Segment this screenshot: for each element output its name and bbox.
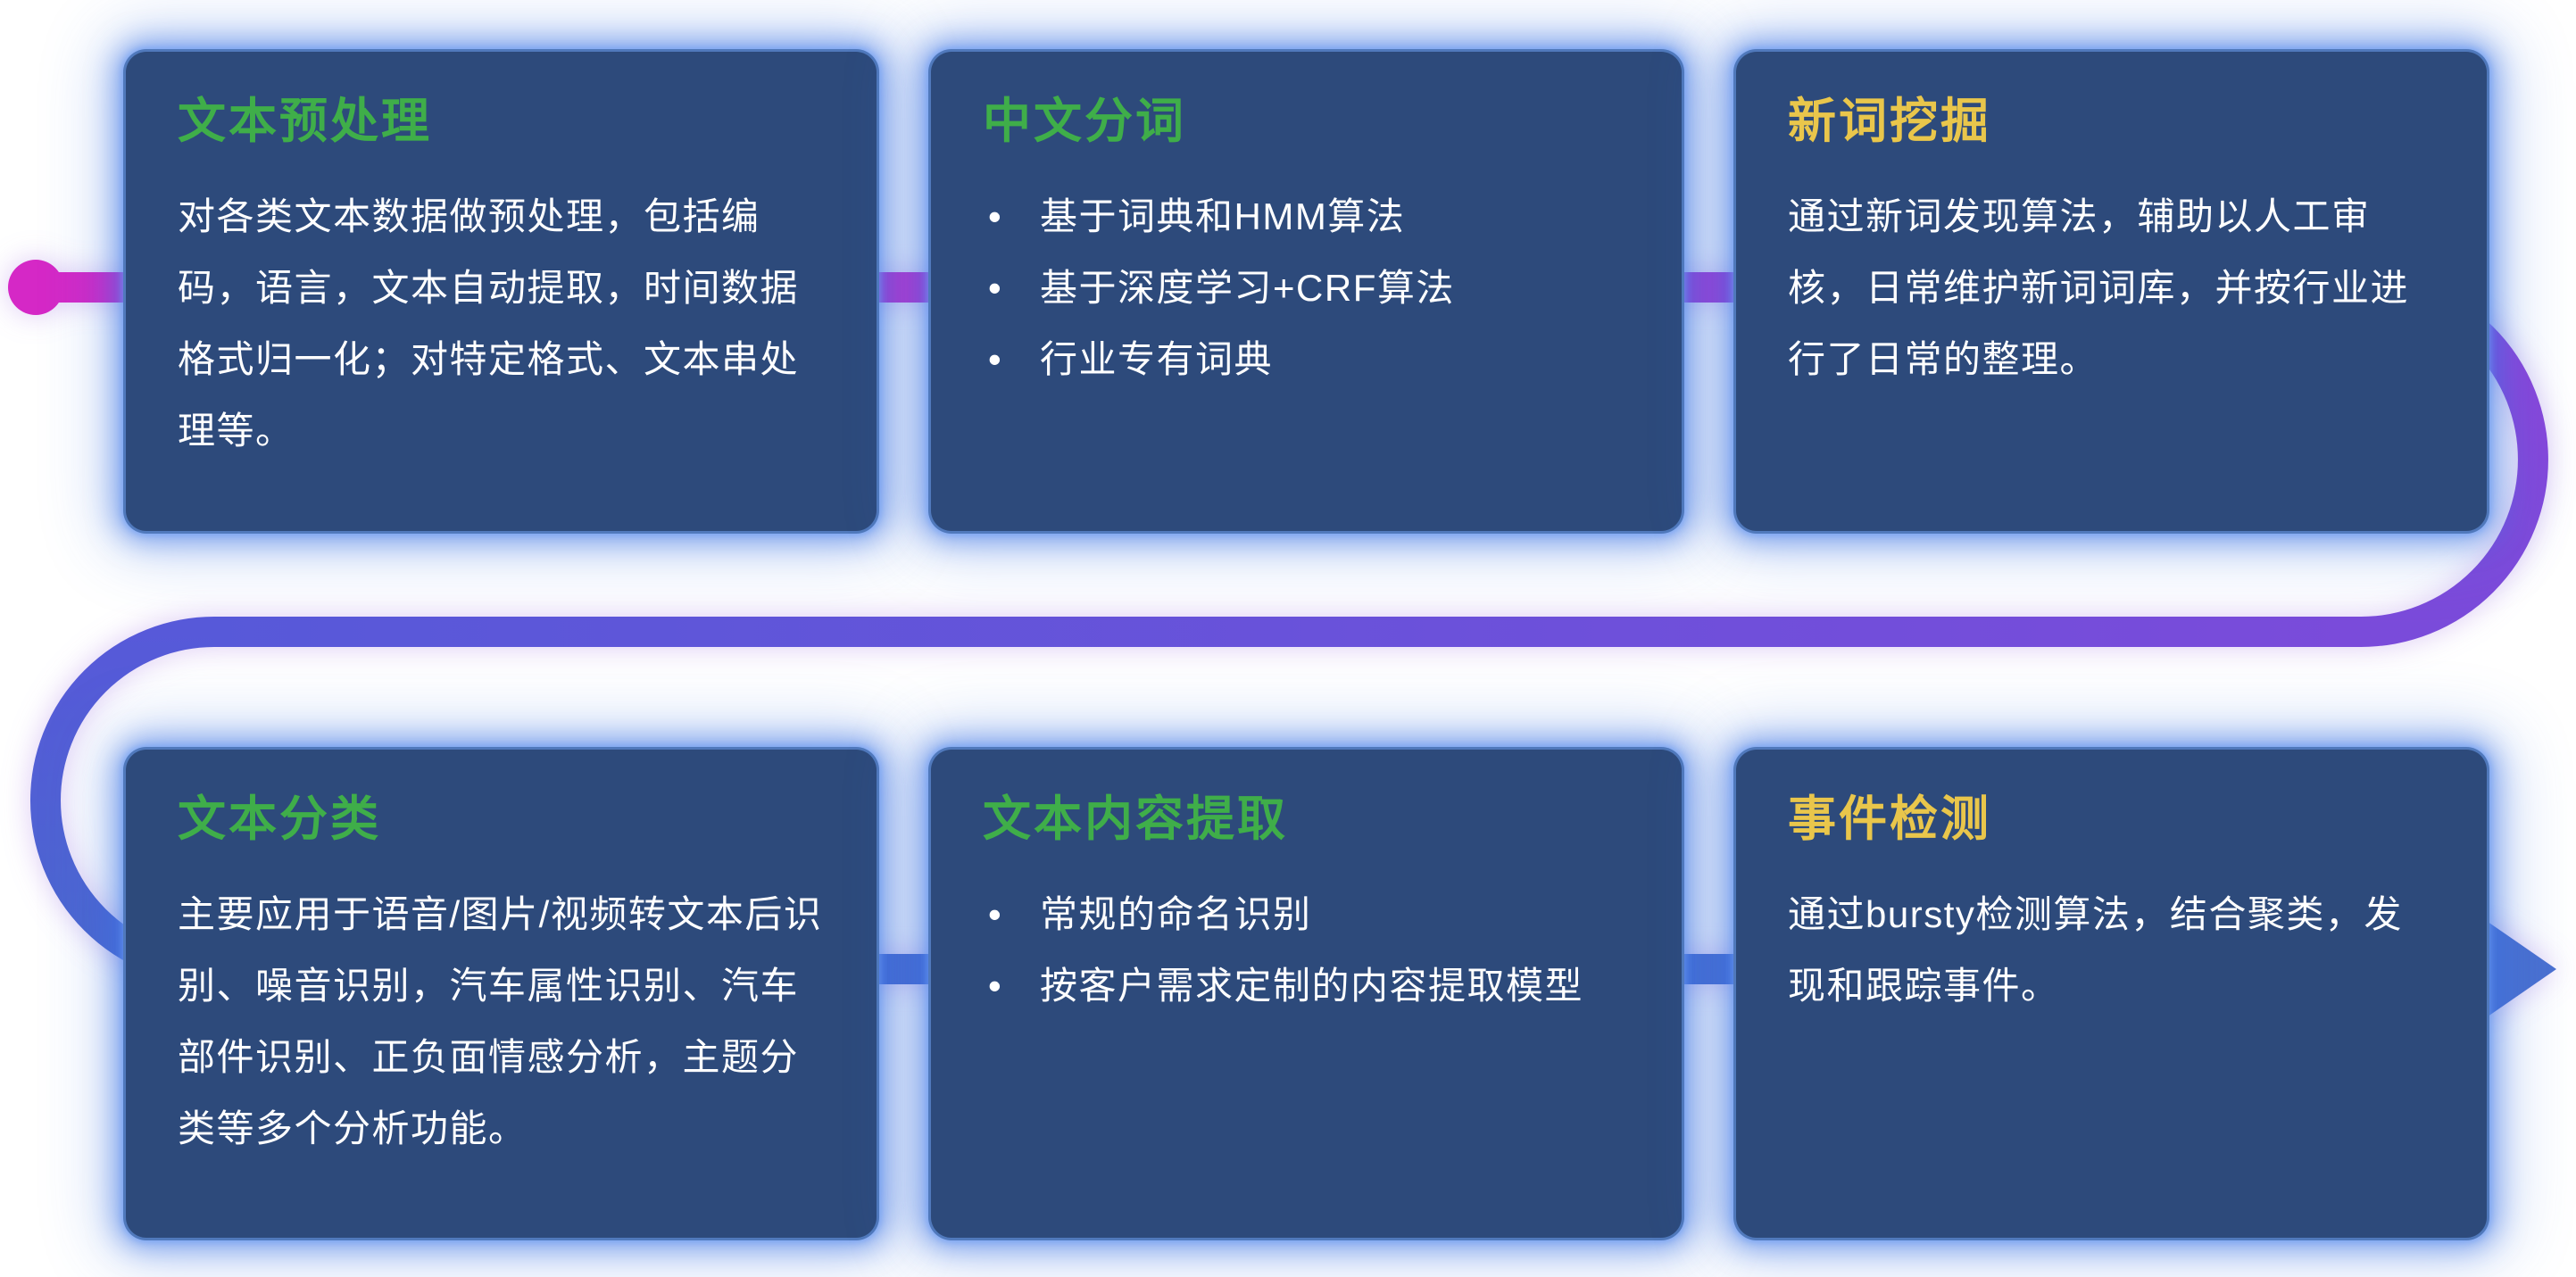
card-body: 通过新词发现算法，辅助以人工审核，日常维护新词词库，并按行业进行了日常的整理。 [1788,195,2410,380]
card-bullet-list: • 常规的命名识别 • 按客户需求定制的内容提取模型 [983,879,1630,1022]
card-title: 新词挖掘 [1788,95,1991,148]
bullet-item: • 行业专有词典 [983,324,1630,395]
bullet-text: 基于词典和HMM算法 [1040,195,1406,237]
card-text-preprocessing: 文本预处理 对各类文本数据做预处理，包括编码，语言，文本自动提取，时间数据格式归… [123,49,879,534]
bullet-item: • 常规的命名识别 [983,879,1630,950]
card-event-detection: 事件检测 通过bursty检测算法，结合聚类，发现和跟踪事件。 [1733,747,2489,1240]
card-new-word-mining: 新词挖掘 通过新词发现算法，辅助以人工审核，日常维护新词词库，并按行业进行了日常… [1733,49,2489,534]
bullet-item: • 按客户需求定制的内容提取模型 [983,950,1630,1022]
bullet-icon: • [988,964,1003,1007]
card-title: 文本内容提取 [983,792,1288,846]
card-title: 事件检测 [1788,792,1991,846]
bullet-item: • 基于深度学习+CRF算法 [983,253,1630,324]
card-title: 中文分词 [983,95,1186,148]
bullet-text: 按客户需求定制的内容提取模型 [1040,964,1584,1007]
bullet-text: 常规的命名识别 [1040,892,1312,935]
bullet-icon: • [988,266,1003,309]
bullet-text: 基于深度学习+CRF算法 [1040,266,1455,309]
card-title: 文本分类 [178,792,381,846]
card-body: 通过bursty检测算法，结合聚类，发现和跟踪事件。 [1788,892,2403,1007]
card-chinese-word-segmentation: 中文分词 • 基于词典和HMM算法 • 基于深度学习+CRF算法 • 行业专有词… [928,49,1684,534]
arrow-head-icon [2481,917,2556,1021]
card-body: 主要应用于语音/图片/视频转文本后识别、噪音识别，汽车属性识别、汽车部件识别、正… [178,892,823,1149]
card-bullet-list: • 基于词典和HMM算法 • 基于深度学习+CRF算法 • 行业专有词典 [983,181,1630,395]
bullet-icon: • [988,892,1003,935]
card-body: 对各类文本数据做预处理，包括编码，语言，文本自动提取，时间数据格式归一化；对特定… [178,195,800,452]
bullet-icon: • [988,337,1003,380]
card-title: 文本预处理 [178,95,432,148]
bullet-item: • 基于词典和HMM算法 [983,181,1630,253]
bullet-text: 行业专有词典 [1040,337,1274,380]
card-text-content-extraction: 文本内容提取 • 常规的命名识别 • 按客户需求定制的内容提取模型 [928,747,1684,1240]
bullet-icon: • [988,195,1003,237]
card-text-classification: 文本分类 主要应用于语音/图片/视频转文本后识别、噪音识别，汽车属性识别、汽车部… [123,747,879,1240]
